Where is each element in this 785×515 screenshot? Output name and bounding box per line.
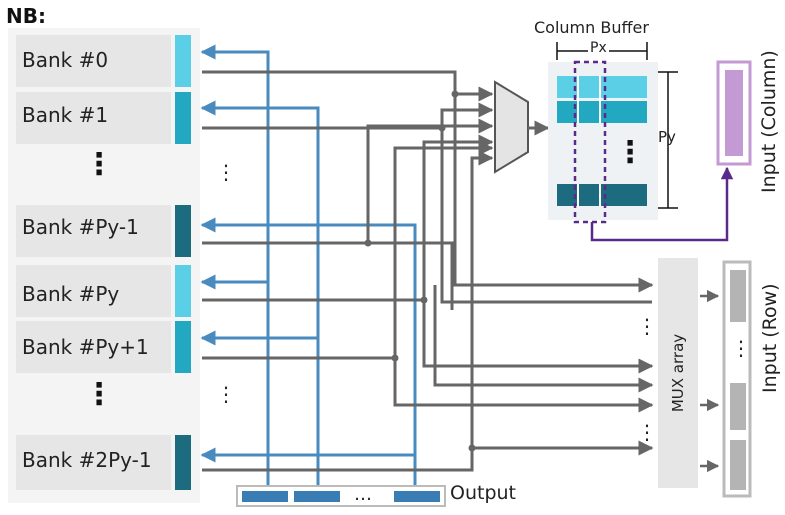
bank-ellipsis-lower: ⋮ (84, 377, 114, 412)
output-buffer (236, 485, 446, 507)
bank-0 (16, 35, 191, 87)
bank-py-plus-1-label: Bank #Py+1 (22, 335, 149, 359)
wire-ellipsis-upper: ⋮ (216, 160, 236, 184)
px-label: Px (588, 40, 609, 56)
wire-ellipsis-lower: ⋮ (216, 382, 236, 406)
input-row-cells (730, 270, 746, 490)
bank-data-wires (202, 70, 654, 472)
py-label: Py (658, 128, 676, 146)
bank-py (16, 265, 191, 317)
output-cells (242, 491, 440, 502)
mux-array-block (658, 258, 698, 488)
px-selection-outline (573, 60, 607, 224)
bank-py-plus-1 (16, 321, 191, 373)
column-buffer-title: Column Buffer (534, 18, 649, 37)
bank-2py-1-label: Bank #2Py-1 (22, 448, 152, 472)
nb-title: NB: (6, 4, 46, 28)
output-label: Output (450, 482, 516, 504)
bank-2py-1 (16, 435, 191, 490)
column-buffer-ellipsis: ⋮ (615, 135, 645, 170)
bank-py-label: Bank #Py (22, 282, 120, 306)
bank-1-label: Bank #1 (22, 103, 109, 127)
mux-input-ellipsis-upper: ⋮ (637, 314, 657, 338)
bank-py-1 (16, 205, 191, 257)
input-row-label: Input (Row) (759, 283, 781, 393)
mux-array-label: MUX array (669, 333, 687, 413)
output-feedback-wires (200, 44, 417, 486)
column-to-input-arrow (590, 166, 734, 242)
bank-1 (16, 92, 191, 144)
py-dimension (658, 71, 678, 209)
input-row-ellipsis: ⋮ (731, 336, 751, 360)
mux-array-output-arrows (700, 289, 720, 473)
output-ellipsis: … (354, 484, 372, 505)
mux-input-ellipsis-lower: ⋮ (637, 420, 657, 444)
bank-ellipsis-upper: ⋮ (84, 147, 114, 182)
bank-py-1-label: Bank #Py-1 (22, 215, 139, 239)
multiplexer (494, 80, 529, 174)
input-column-label: Input (Column) (758, 50, 780, 193)
wire-junctions (364, 90, 476, 452)
bank-0-label: Bank #0 (22, 48, 109, 72)
column-buffer-rows (557, 76, 647, 206)
input-column-fill (725, 70, 743, 156)
